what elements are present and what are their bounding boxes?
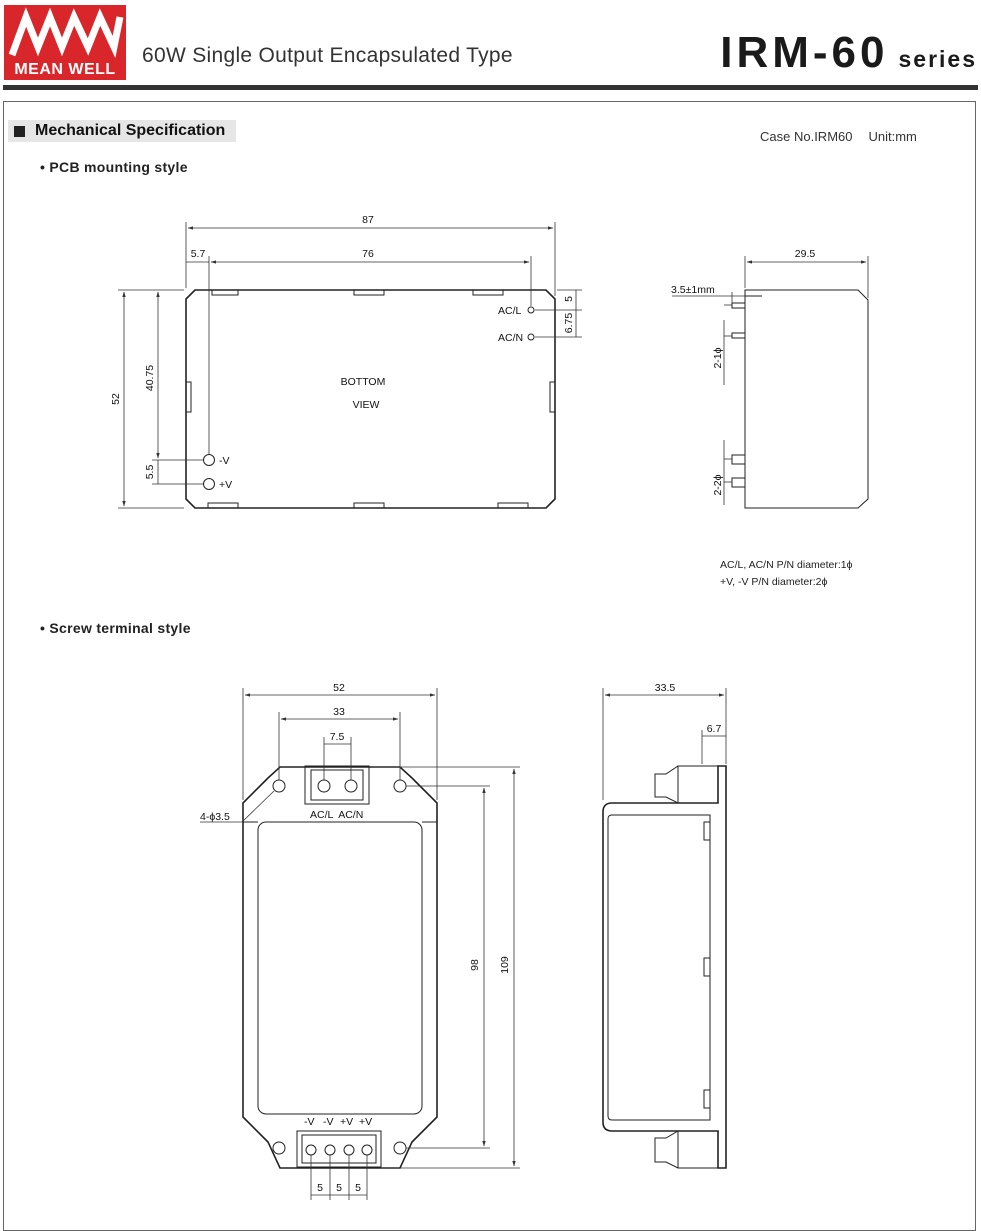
- pin-pos-v: [203, 478, 215, 490]
- pcb-tab-top-3: [472, 289, 504, 296]
- pin-acl: [527, 306, 535, 314]
- pcb-tab-top-1: [211, 289, 239, 296]
- series-suffix: series: [898, 46, 977, 72]
- screw-label-panel: [257, 821, 423, 1115]
- dim-5-5: 5.5: [144, 465, 156, 480]
- pcb-tab-left: [185, 381, 192, 413]
- page-header: MEAN WELL 60W Single Output Encapsulated…: [0, 0, 981, 100]
- pcb-side-outline: [744, 289, 869, 509]
- dim-s98: 98: [469, 959, 481, 971]
- pcb-tab-bottom-2: [353, 502, 385, 509]
- dim-87: 87: [362, 214, 374, 226]
- product-subtitle: 60W Single Output Encapsulated Type: [142, 44, 513, 67]
- pcb-bottom-view: AC/L AC/N -V +V BOTTOM VIEW 87 76 5.7 52…: [110, 214, 582, 509]
- mw-logo-mark: [8, 7, 124, 59]
- pcb-tab-bottom-1: [207, 502, 239, 509]
- label-view: VIEW: [353, 399, 380, 411]
- mount-hole-bl: [272, 1141, 286, 1155]
- dim-s52: 52: [333, 682, 345, 694]
- dim-29-5: 29.5: [795, 248, 816, 260]
- screw-front-view: AC/L AC/N -V -V +V +V 52 33 7.5 4-ϕ3.5 9…: [200, 682, 520, 1200]
- series-title: IRM-60 series: [720, 28, 977, 78]
- pcb-side-view: 29.5 3.5±1mm 2-1ϕ 2-2ϕ: [671, 248, 869, 509]
- dim-2-2phi: 2-2ϕ: [712, 474, 724, 495]
- logo-text: MEAN WELL: [14, 61, 116, 78]
- label-dc-2: -V: [323, 1116, 334, 1128]
- dc-screw-4: [361, 1144, 373, 1156]
- dim-40-75: 40.75: [144, 365, 156, 391]
- pin-ac-top: [731, 302, 746, 309]
- pin-neg-v: [203, 454, 215, 466]
- dim-pitch-1: 5: [317, 1182, 323, 1194]
- pcb-tab-top-2: [353, 289, 385, 296]
- pcb-mounting-title: • PCB mounting style: [40, 159, 188, 175]
- dim-6-75: 6.75: [563, 313, 575, 334]
- dim-s109: 109: [499, 956, 511, 974]
- side-slot-1: [703, 821, 711, 841]
- label-dc-3: +V: [340, 1116, 353, 1128]
- pcb-tab-right: [549, 381, 556, 413]
- dim-76: 76: [362, 248, 374, 260]
- dc-screw-2: [324, 1144, 336, 1156]
- dim-s6-7: 6.7: [707, 723, 722, 735]
- mount-hole-tr: [393, 779, 407, 793]
- side-slot-3: [703, 1089, 711, 1109]
- dim-3-5: 3.5±1mm: [671, 284, 715, 296]
- label-pin-acl: AC/L: [498, 305, 522, 317]
- section-title: Mechanical Specification: [35, 122, 226, 139]
- case-number: Case No.IRM60: [760, 129, 853, 144]
- pin-acn: [527, 333, 535, 341]
- mount-hole-tl: [272, 779, 286, 793]
- pin-dc-top: [731, 454, 746, 465]
- label-pin-acn: AC/N: [498, 332, 523, 344]
- screw-side-view: 33.5 6.7: [602, 682, 727, 1169]
- section-heading: Mechanical Specification: [8, 120, 236, 142]
- dim-pitch-3: 5: [355, 1182, 361, 1194]
- pin-dc-bottom: [731, 477, 746, 488]
- dim-s7-5: 7.5: [330, 731, 345, 743]
- label-bottom: BOTTOM: [341, 376, 386, 388]
- dim-pitch-2: 5: [336, 1182, 342, 1194]
- case-info: Case No.IRM60 Unit:mm: [760, 129, 917, 144]
- dc-terminal-block: [296, 1130, 382, 1168]
- pin-ac-bottom: [731, 332, 746, 339]
- label-ac-terminals: AC/L AC/N: [310, 809, 363, 821]
- mount-hole-br: [393, 1141, 407, 1155]
- ac-screw-1: [317, 779, 331, 793]
- section-bullet-icon: [14, 126, 25, 137]
- pin-note-dc: +V, -V P/N diameter:2ϕ: [720, 576, 828, 588]
- label-dc-4: +V: [359, 1116, 372, 1128]
- dim-s33-5: 33.5: [655, 682, 676, 694]
- side-slot-2: [703, 957, 711, 977]
- label-dc-1: -V: [304, 1116, 315, 1128]
- pcb-tab-bottom-3: [497, 502, 529, 509]
- mean-well-logo: MEAN WELL: [4, 5, 126, 80]
- screw-terminal-title: • Screw terminal style: [40, 620, 191, 636]
- dc-screw-3: [343, 1144, 355, 1156]
- ac-terminal-block: [304, 765, 370, 805]
- label-pin-neg-v: -V: [219, 455, 230, 467]
- pcb-case-outline: [185, 289, 556, 509]
- dim-5-7: 5.7: [191, 248, 206, 260]
- side-terminal-bottom: [654, 1130, 719, 1169]
- dim-52: 52: [110, 393, 122, 405]
- dim-5: 5: [563, 296, 575, 302]
- dc-screw-1: [305, 1144, 317, 1156]
- dim-2-1phi: 2-1ϕ: [712, 347, 724, 368]
- header-rule: [3, 85, 978, 90]
- dim-hole-dia: 4-ϕ3.5: [200, 811, 230, 823]
- pin-note-ac: AC/L, AC/N P/N diameter:1ϕ: [720, 559, 853, 571]
- unit-label: Unit:mm: [868, 129, 917, 144]
- label-pin-pos-v: +V: [219, 479, 232, 491]
- model-name: IRM-60: [720, 28, 889, 77]
- side-terminal-top: [654, 765, 719, 804]
- screw-side-outline: [602, 765, 727, 1169]
- screw-case-outline: [242, 766, 438, 1169]
- dim-s33: 33: [333, 706, 345, 718]
- ac-screw-2: [344, 779, 358, 793]
